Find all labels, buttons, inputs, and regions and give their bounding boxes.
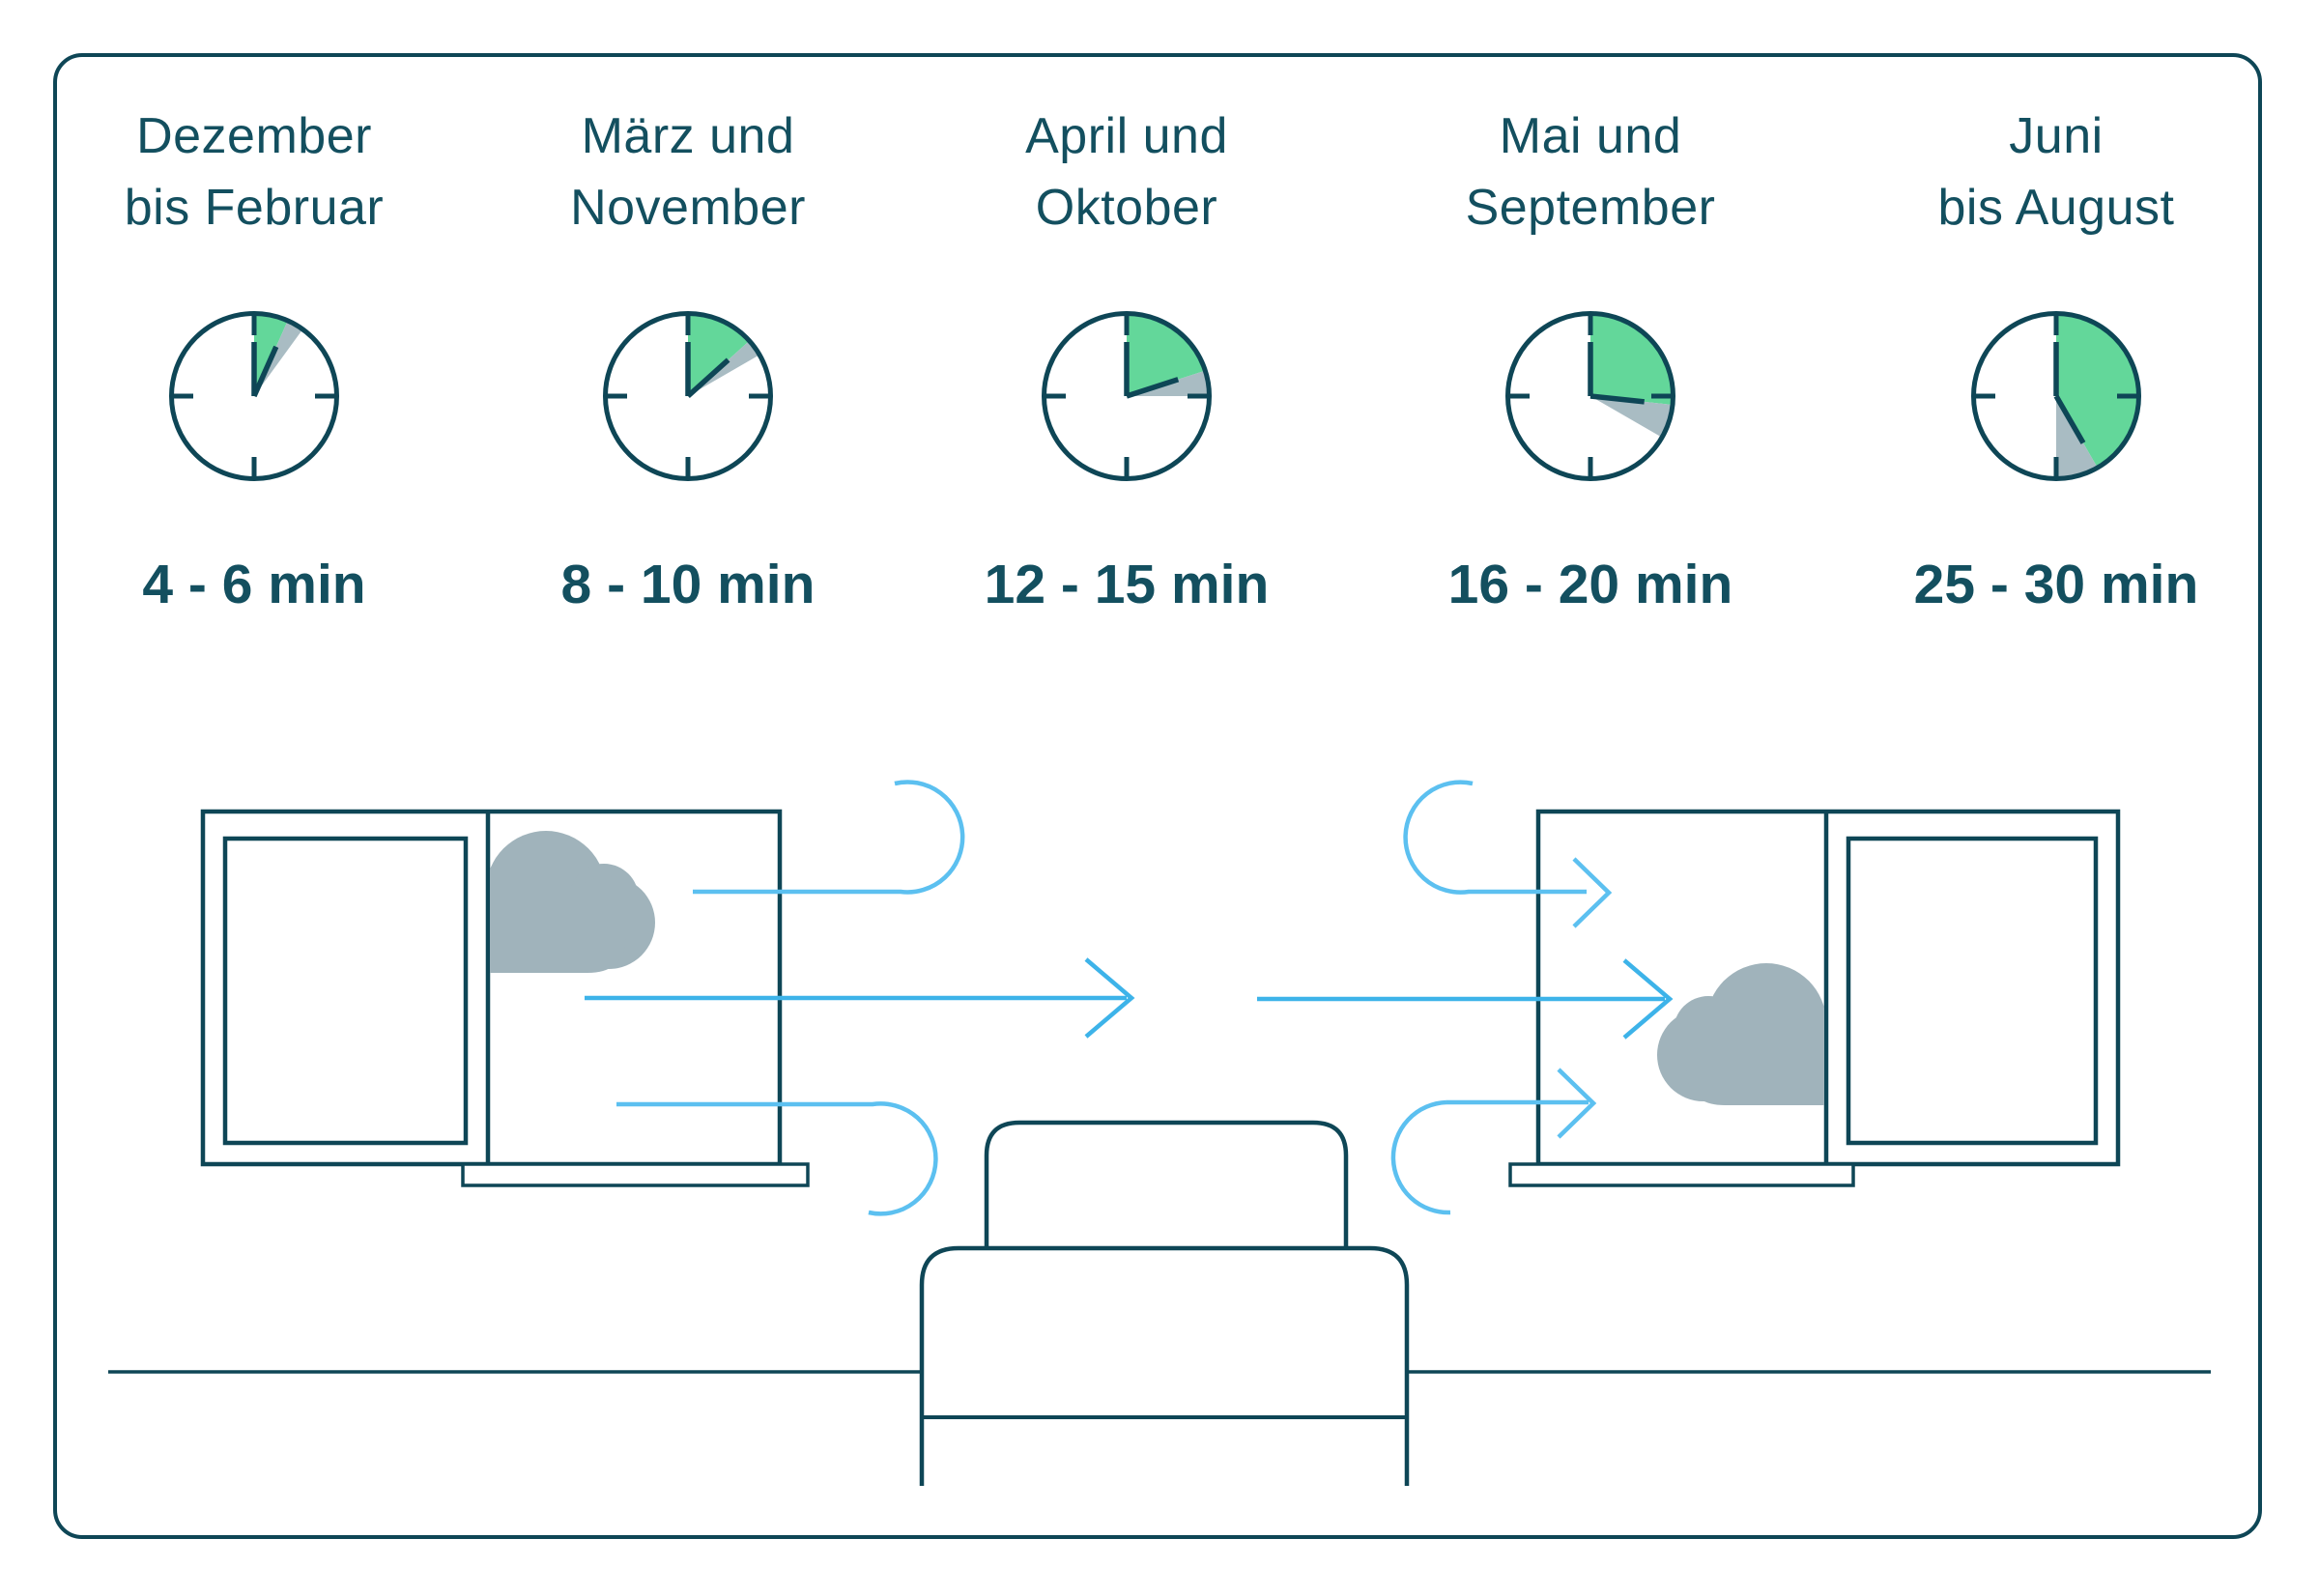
season-months-label: März und November (475, 100, 901, 243)
right-window-sill (1508, 1162, 1855, 1187)
bed-headboard (984, 1120, 1349, 1252)
months-line2: bis Februar (124, 180, 385, 236)
minutes-label: 4 - 6 min (142, 554, 366, 615)
months-line1: April und (1025, 108, 1228, 164)
clock-gray-wedge (254, 320, 303, 396)
months-line1: Mai und (1499, 108, 1682, 164)
clock-icon (475, 311, 901, 481)
season-months-label: Dezember bis Februar (42, 100, 467, 243)
bed-icon (919, 1120, 1410, 1486)
months-line2: November (570, 180, 806, 236)
minutes-label: 16 - 20 min (1447, 554, 1733, 615)
minutes-label: 8 - 10 min (560, 554, 816, 615)
months-line1: März und (581, 108, 795, 164)
bed-mattress (919, 1245, 1410, 1486)
months-line2: Oktober (1035, 180, 1218, 236)
months-line1: Dezember (136, 108, 372, 164)
season-months-label: Juni bis August (1844, 100, 2269, 243)
arrowhead-bottom-right-icon (1557, 1068, 1597, 1139)
clock-green-wedge (688, 313, 750, 396)
clock-green-wedge (1590, 313, 1674, 405)
clock-hand-duration (1589, 393, 1645, 405)
arrowhead-middle-left-icon (1084, 957, 1135, 1039)
wind-swoosh-bottom-left (616, 1101, 938, 1216)
right-window-glass-panel (1846, 836, 2099, 1146)
months-line1: Juni (2009, 108, 2104, 164)
clock-face (1971, 311, 2141, 481)
wind-swoosh-bottom-right (1390, 1099, 1451, 1215)
clock-hand-duration (686, 357, 730, 399)
clock-icon (42, 311, 467, 481)
season-months-label: April und Oktober (914, 100, 1339, 243)
right-window-icon (1508, 809, 2121, 1187)
arrowhead-middle-right-icon (1622, 958, 1674, 1040)
clock-icon (1844, 311, 2269, 481)
minutes-label: 12 - 15 min (984, 554, 1270, 615)
months-line2: September (1465, 180, 1716, 236)
season-column-april-oktober: April und Oktober 12 - 15 min (914, 100, 1339, 616)
wind-swoosh-top-right (1403, 780, 1587, 895)
clock-face (1505, 311, 1675, 481)
minutes-label: 25 - 30 min (1913, 554, 2199, 615)
card-border (53, 53, 2262, 1539)
clock-face (169, 311, 339, 481)
clock-icon (1378, 311, 1803, 481)
incoming-air-cloud-icon (490, 831, 655, 973)
arrowhead-top-right-icon (1572, 857, 1613, 928)
clock-icon (914, 311, 1339, 481)
left-window-glass-panel (222, 836, 469, 1146)
left-window-sill (461, 1162, 810, 1187)
season-column-winter: Dezember bis Februar 4 - 6 min (42, 100, 467, 616)
wind-swoosh-top-left (693, 780, 965, 895)
season-column-sommer: Juni bis August 25 - 30 min (1844, 100, 2269, 616)
season-column-mai-september: Mai und September 16 - 20 min (1378, 100, 1803, 616)
outgoing-air-cloud-icon (1657, 963, 1824, 1105)
airflow-arrows (585, 780, 1674, 1216)
clock-face (1042, 311, 1212, 481)
months-line2: bis August (1937, 180, 2175, 236)
clock-hand-duration (251, 345, 279, 398)
left-window-icon (200, 809, 810, 1187)
clock-green-wedge (1127, 313, 1206, 396)
clock-gray-wedge (1590, 396, 1674, 438)
clock-hand-duration (1126, 377, 1180, 399)
season-column-maerz-november: März und November 8 - 10 min (475, 100, 901, 616)
clock-face (603, 311, 773, 481)
season-months-label: Mai und September (1378, 100, 1803, 243)
clock-hand-duration (2053, 394, 2086, 444)
